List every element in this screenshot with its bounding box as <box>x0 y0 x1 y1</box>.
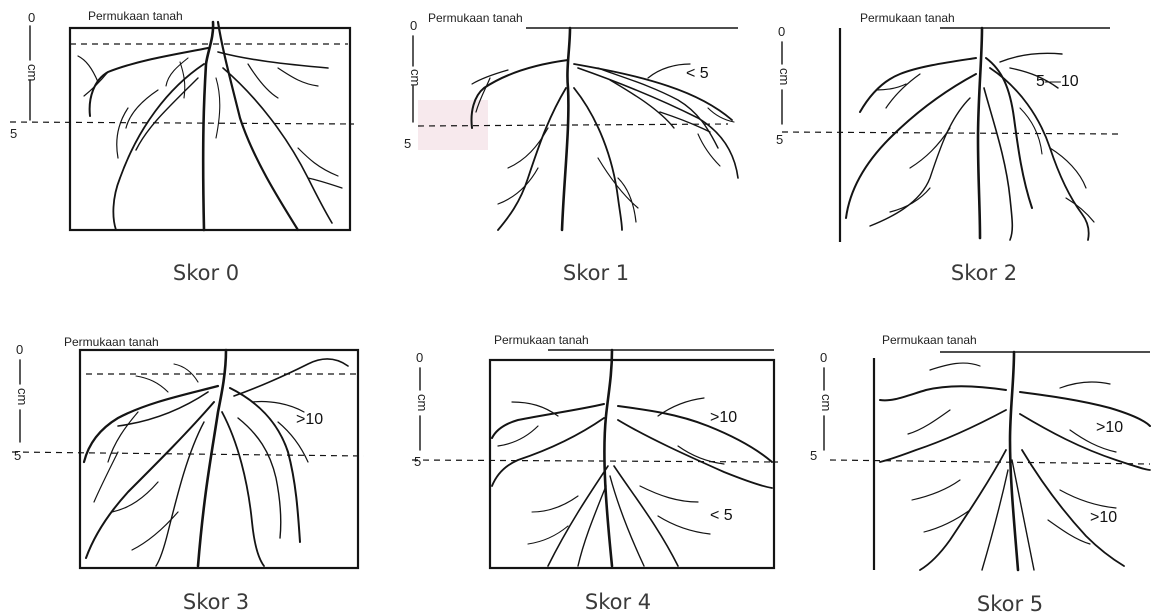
five-cm-dashed-line <box>12 452 364 456</box>
axis-unit-label: cm <box>15 388 30 405</box>
axis-five-label: 5 <box>414 454 421 469</box>
axis-unit-label: cm <box>777 68 792 85</box>
soil-box <box>490 360 774 568</box>
root-drawing-skor-4: 0 cm 5 Permukaan tanah >10 < 5 <box>408 326 790 572</box>
axis-unit-label: cm <box>25 64 40 81</box>
root-diagram-skor-5: 0 cm 5 Permukaan tanah >10 >10 Skor 5 <box>800 330 1154 574</box>
soil-surface-label: Permukaan tanah <box>428 11 523 25</box>
five-cm-dashed-line <box>412 460 778 462</box>
root-system <box>492 350 772 566</box>
axis-five-label: 5 <box>776 132 783 147</box>
five-cm-dashed-line <box>782 132 1118 134</box>
root-diagram-skor-3: 0 cm 5 Permukaan tanah >10 Skor 3 <box>8 322 384 572</box>
root-diagram-skor-2: 0 cm 5 Permukaan tanah 5—10 Skor 2 <box>770 8 1140 244</box>
axis-unit-label: cm <box>819 394 834 411</box>
axis-zero-label: 0 <box>820 350 827 365</box>
axis-five-label: 5 <box>810 448 817 463</box>
depth-label-1: < 5 <box>686 65 709 82</box>
root-diagram-skor-1: 0 cm 5 Permukaan tanah < 5 Skor 1 <box>398 8 750 240</box>
root-system <box>78 22 342 230</box>
axis-zero-label: 0 <box>410 18 417 33</box>
soil-surface-label: Permukaan tanah <box>860 11 955 25</box>
root-drawing-skor-1: 0 cm 5 Permukaan tanah < 5 <box>398 8 750 240</box>
depth-label-2: < 5 <box>710 507 733 524</box>
axis-unit-label: cm <box>415 394 430 411</box>
root-drawing-skor-2: 0 cm 5 Permukaan tanah 5—10 <box>770 8 1140 244</box>
axis-zero-label: 0 <box>28 10 35 25</box>
root-system <box>846 28 1094 240</box>
axis-unit-label: cm <box>408 69 423 86</box>
depth-label-1: >10 <box>1096 419 1123 436</box>
five-cm-dashed-line <box>830 460 1150 464</box>
axis-five-label: 5 <box>404 136 411 151</box>
root-system <box>84 350 348 566</box>
caption-skor-3: Skor 3 <box>166 590 266 614</box>
root-drawing-skor-3: 0 cm 5 Permukaan tanah >10 <box>8 322 384 572</box>
axis-five-label: 5 <box>14 448 21 463</box>
axis-five-label: 5 <box>10 126 17 141</box>
depth-label-2: >10 <box>1090 509 1117 526</box>
caption-skor-4: Skor 4 <box>568 590 668 614</box>
root-drawing-skor-0: 0 cm 5 Permukaan tanah <box>8 8 360 236</box>
caption-skor-0: Skor 0 <box>156 261 256 285</box>
depth-label-1: >10 <box>710 409 737 426</box>
root-drawing-skor-5: 0 cm 5 Permukaan tanah >10 >10 <box>800 330 1154 574</box>
axis-zero-label: 0 <box>16 342 23 357</box>
soil-box <box>70 28 350 230</box>
root-diagram-skor-4: 0 cm 5 Permukaan tanah >10 < 5 Skor 4 <box>408 326 790 572</box>
axis-zero-label: 0 <box>778 24 785 39</box>
soil-surface-label: Permukaan tanah <box>64 335 159 349</box>
caption-skor-5: Skor 5 <box>960 592 1060 616</box>
soil-box <box>80 350 358 568</box>
root-system <box>472 28 739 230</box>
soil-surface-label: Permukaan tanah <box>882 333 977 347</box>
axis-zero-label: 0 <box>416 350 423 365</box>
caption-skor-1: Skor 1 <box>546 261 646 285</box>
root-diagram-skor-0: 0 cm 5 Permukaan tanah Skor 0 <box>8 8 360 236</box>
five-cm-dashed-line <box>10 122 354 124</box>
caption-skor-2: Skor 2 <box>934 261 1034 285</box>
soil-surface-label: Permukaan tanah <box>494 333 589 347</box>
soil-surface-label: Permukaan tanah <box>88 9 183 23</box>
depth-label-1: >10 <box>296 411 323 428</box>
